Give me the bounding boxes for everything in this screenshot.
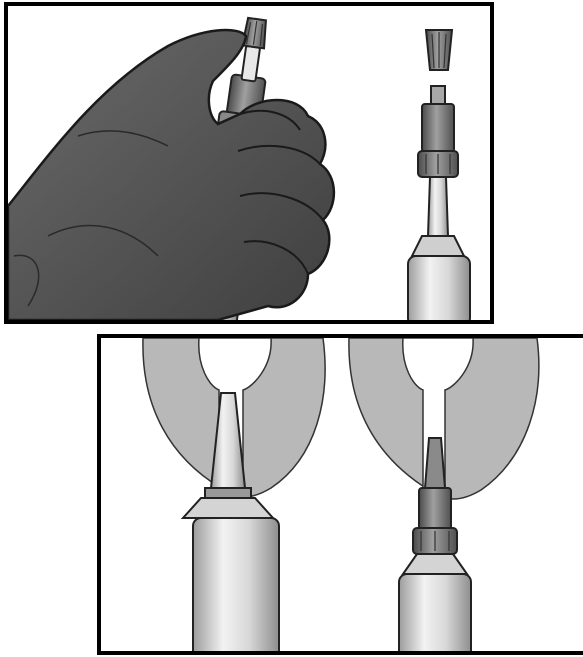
top-panel-illustration xyxy=(8,16,471,320)
top-panel xyxy=(4,2,494,324)
right-tube-narrow-nozzle xyxy=(398,437,472,651)
bottom-panel-illustration xyxy=(142,338,540,651)
removed-cap xyxy=(424,29,454,71)
gloved-hand xyxy=(8,28,336,320)
bottom-panel xyxy=(97,334,583,655)
left-tube-wide-nozzle xyxy=(180,392,280,651)
upright-tube xyxy=(407,85,471,320)
right-tissue-section xyxy=(348,338,540,509)
